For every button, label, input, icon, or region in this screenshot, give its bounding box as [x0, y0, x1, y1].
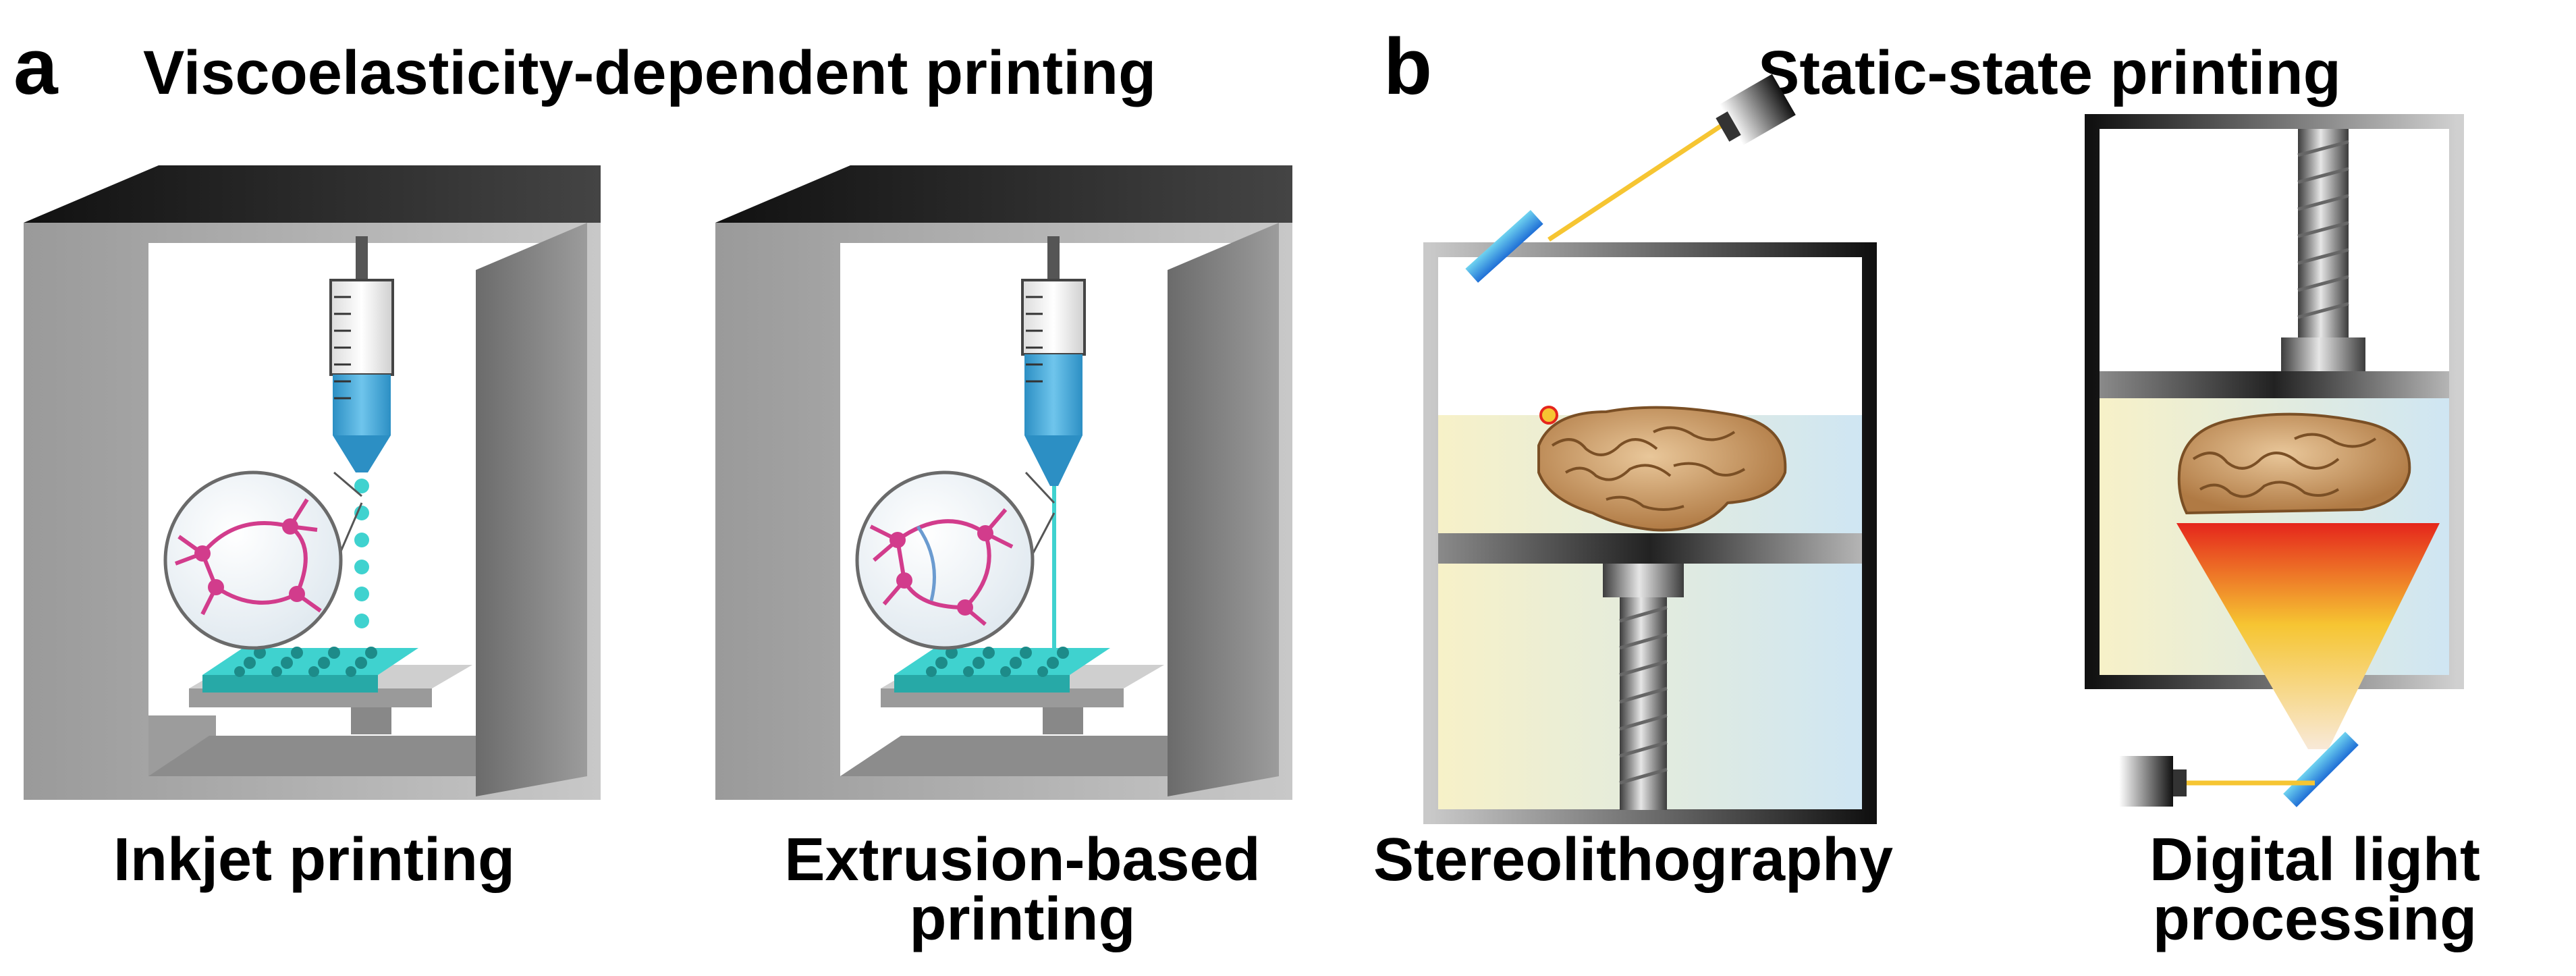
dlp-caption-line1: Digital light: [2149, 826, 2480, 894]
dlp-light-source-icon: [2119, 756, 2187, 807]
extrusion-caption-line1: Extrusion-based: [784, 826, 1261, 894]
dlp-printer: [2085, 114, 2464, 807]
sla-platform: [1438, 533, 1862, 564]
sla-caption: Stereolithography: [1373, 826, 1894, 894]
panel-b-letter: b: [1383, 22, 1433, 111]
extrusion-printer: [715, 165, 1292, 800]
extrusion-cell-bubble: [855, 470, 1056, 650]
inkjet-frame-top: [24, 165, 601, 223]
panel-b-title: Static-state printing: [1758, 38, 2341, 107]
dlp-brain: [2177, 412, 2411, 515]
dlp-caption-line2: processing: [2152, 886, 2477, 954]
inkjet-cell-bubble: [163, 470, 363, 650]
inkjet-syringe: [329, 236, 394, 472]
extrusion-well-plate: [894, 647, 1110, 693]
inkjet-printer: [24, 165, 601, 800]
sla-mirror-icon: [1465, 210, 1543, 283]
inkjet-caption: Inkjet printing: [113, 826, 515, 894]
panel-a-letter: a: [13, 22, 58, 111]
dlp-projection-cone: [2176, 523, 2440, 749]
dlp-platform: [2100, 371, 2449, 398]
dlp-caption: Digital light processing: [2126, 826, 2504, 954]
extrusion-caption: Extrusion-based printing: [752, 826, 1292, 954]
inkjet-well-plate: [202, 647, 418, 693]
sla-light-source-icon: [1716, 74, 1796, 146]
panel-a-title: Viscoelasticity-dependent printing: [143, 38, 1157, 107]
inkjet-droplets: [354, 479, 369, 628]
sla-brain: [1537, 406, 1787, 532]
sla-screw: [1620, 597, 1667, 810]
extrusion-frame-top: [715, 165, 1292, 223]
extrusion-caption-line2: printing: [909, 886, 1136, 954]
sla-printer: [1423, 74, 1877, 824]
dlp-mirror-icon: [2283, 732, 2359, 807]
extrusion-syringe: [1021, 236, 1086, 486]
